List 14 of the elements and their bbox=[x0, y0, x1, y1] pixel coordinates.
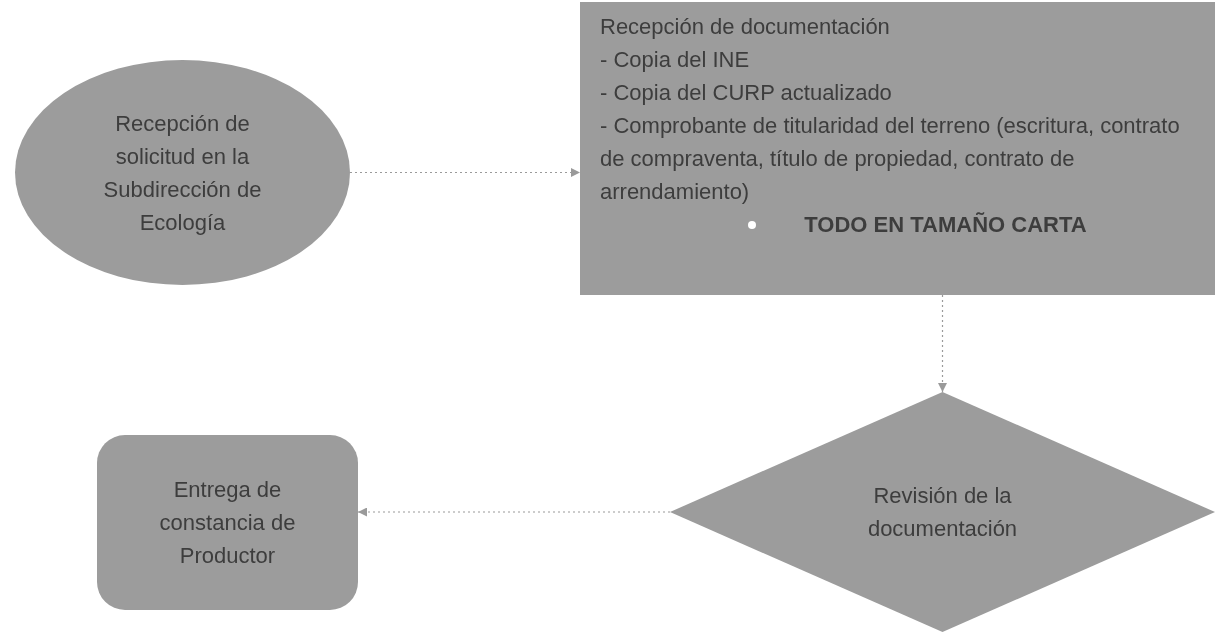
node-label: Revisión de la documentación bbox=[866, 482, 1019, 543]
note-text: TODO EN TAMAÑO CARTA bbox=[804, 211, 1087, 239]
list-item-text: - Comprobante de titularidad del terreno (escritura, contrato de compraventa, título de propiedad, contrato de arrendamiento) bbox=[600, 112, 1181, 206]
node-label: Entrega de constancia de Productor bbox=[158, 476, 297, 570]
arrow bbox=[938, 294, 947, 393]
list-item-text: - Copia del CURP actualizado bbox=[600, 79, 893, 107]
arrow bbox=[357, 507, 671, 517]
node-label: Recepción de solicitud en la Subdirección de Ecología bbox=[102, 109, 263, 237]
decision-diamond bbox=[670, 392, 1215, 632]
process-box bbox=[580, 2, 1215, 295]
list-item-text: - Copia del INE bbox=[600, 46, 751, 74]
start-ellipse bbox=[15, 60, 350, 285]
heading-text: Recepción de documentación bbox=[600, 13, 891, 41]
end-rounded-box bbox=[97, 435, 358, 610]
